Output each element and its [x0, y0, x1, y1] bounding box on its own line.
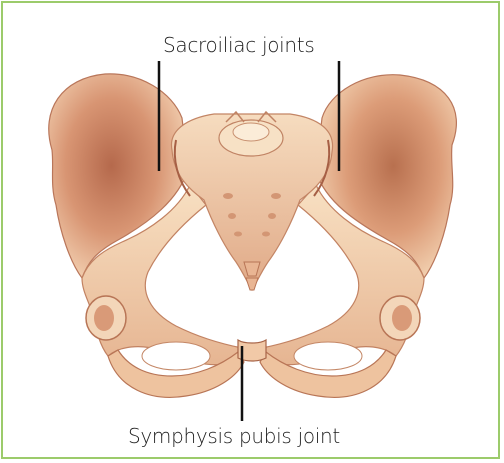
left-obturator-foramen — [142, 342, 210, 370]
right-acetabulum-inner — [392, 305, 412, 331]
left-acetabulum-inner — [94, 305, 114, 331]
vertebral-body-top — [233, 123, 269, 141]
sacroiliac-joints-label: Sacroiliac joints — [163, 33, 314, 57]
symphysis-pubis-joint-label: Symphysis pubis joint — [128, 424, 340, 448]
right-obturator-foramen — [294, 342, 362, 370]
